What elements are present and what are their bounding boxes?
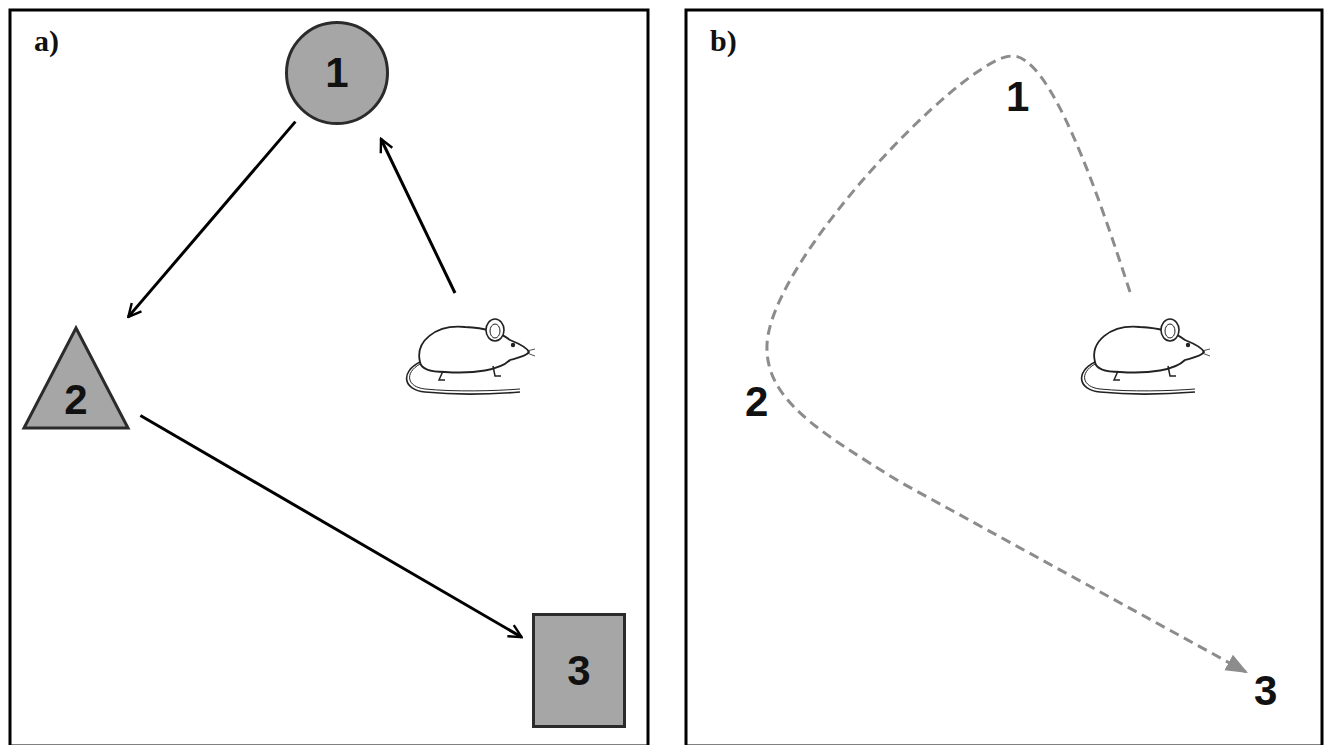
node-number: 3 — [567, 650, 590, 692]
mouse-drawing — [407, 319, 535, 394]
triangle-node: 2 — [22, 326, 130, 430]
path-trace — [767, 56, 1246, 672]
panel-label: a) — [34, 26, 59, 56]
callout-number: 3 — [1254, 670, 1277, 712]
panel-frame — [10, 10, 648, 745]
panel-label: b) — [710, 26, 737, 56]
mouse-drawing — [1082, 319, 1210, 394]
rect-node: 3 — [532, 613, 626, 728]
sequence-arrow — [128, 122, 295, 317]
callout-number: 2 — [745, 381, 768, 423]
node-number: 2 — [64, 379, 87, 421]
panel-frame — [686, 10, 1322, 745]
start-arrow — [381, 139, 455, 293]
sequence-arrow — [140, 415, 521, 637]
node-number: 1 — [325, 52, 348, 94]
circle-node: 1 — [285, 21, 389, 125]
callout-number: 1 — [1006, 76, 1029, 118]
